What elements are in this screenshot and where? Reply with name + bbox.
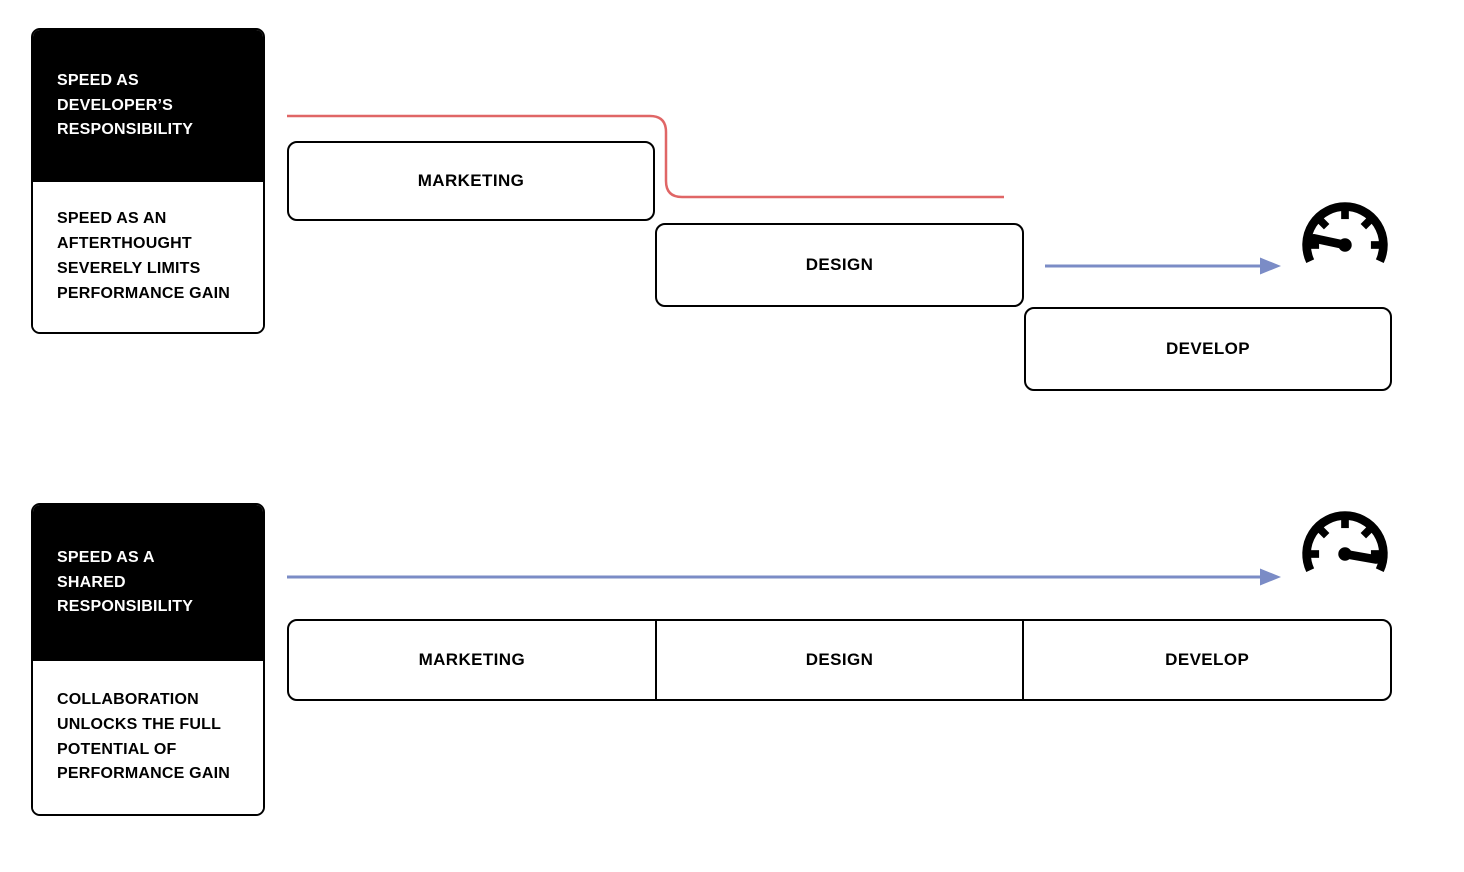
bottom-description-card: SPEED AS A SHARED RESPONSIBILITY COLLABO… <box>31 503 265 816</box>
speedometer-slow-icon <box>1302 202 1388 264</box>
bottom-card-title: SPEED AS A SHARED RESPONSIBILITY <box>57 548 194 616</box>
top-timeline-arrow <box>1045 257 1281 275</box>
bottom-stage-row: MARKETING DESIGN DEVELOP <box>287 619 1392 701</box>
top-card-description: SPEED AS AN AFTERTHOUGHT SEVERELY LIMITS… <box>57 210 230 302</box>
top-stage-marketing: MARKETING <box>287 141 655 221</box>
speedometer-fast-icon <box>1302 511 1388 573</box>
top-description-card: SPEED AS DEVELOPER’S RESPONSIBILITY SPEE… <box>31 28 265 334</box>
top-stage-develop-label: DEVELOP <box>1165 339 1251 358</box>
bottom-stage-marketing: MARKETING <box>289 621 655 699</box>
bottom-stage-design: DESIGN <box>654 621 1023 699</box>
top-stage-develop: DEVELOP <box>1024 307 1392 391</box>
top-card-title-area: SPEED AS DEVELOPER’S RESPONSIBILITY <box>33 30 263 182</box>
top-card-title: SPEED AS DEVELOPER’S RESPONSIBILITY <box>57 71 194 139</box>
bottom-stage-marketing-label: MARKETING <box>418 650 526 669</box>
bottom-card-description: COLLABORATION UNLOCKS THE FULL POTENTIAL… <box>57 690 230 783</box>
top-stage-marketing-label: MARKETING <box>417 171 525 190</box>
bottom-stage-design-label: DESIGN <box>805 650 874 669</box>
top-stage-design-label: DESIGN <box>805 255 874 274</box>
bottom-card-description-area: COLLABORATION UNLOCKS THE FULL POTENTIAL… <box>33 661 263 814</box>
bottom-timeline-arrow <box>287 568 1281 586</box>
top-card-description-area: SPEED AS AN AFTERTHOUGHT SEVERELY LIMITS… <box>33 182 263 332</box>
bottom-card-title-area: SPEED AS A SHARED RESPONSIBILITY <box>33 505 263 661</box>
bottom-stage-develop-label: DEVELOP <box>1165 650 1250 669</box>
bottom-stage-develop: DEVELOP <box>1022 621 1390 699</box>
top-stage-design: DESIGN <box>655 223 1024 307</box>
